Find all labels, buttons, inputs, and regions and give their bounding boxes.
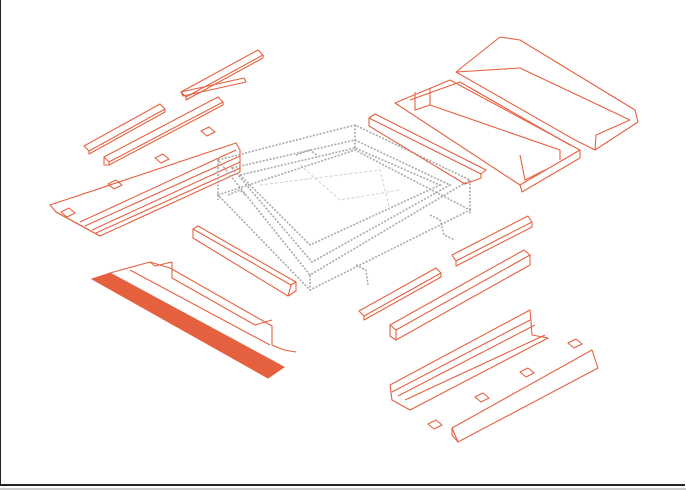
bar-right-lower <box>358 267 442 321</box>
tab-small-2 <box>154 153 170 164</box>
top-strip-upper <box>180 49 264 101</box>
top-rail-right <box>368 113 487 185</box>
bar-right-channel <box>389 249 531 341</box>
head-channel <box>394 79 581 193</box>
tab-small-5 <box>567 338 583 349</box>
window-frame-dashed <box>216 124 472 291</box>
base-flashing-left <box>49 142 241 237</box>
top-strip-lower <box>83 103 166 155</box>
base-flashing-right <box>389 309 549 411</box>
rail-channel-left <box>103 96 224 166</box>
tab-small-1 <box>200 126 216 137</box>
head-cover <box>455 36 639 151</box>
tab-small-3 <box>107 179 123 190</box>
tab-small-7 <box>474 392 490 403</box>
wedge-sill <box>451 349 599 443</box>
bottom-edge <box>0 488 686 490</box>
bar-right-upper <box>451 215 533 267</box>
tab-small-4 <box>60 207 76 218</box>
tab-small-6 <box>519 367 535 378</box>
side-rail-center <box>192 225 297 297</box>
corrugated-apron <box>90 261 297 379</box>
tab-small-8 <box>427 419 443 430</box>
